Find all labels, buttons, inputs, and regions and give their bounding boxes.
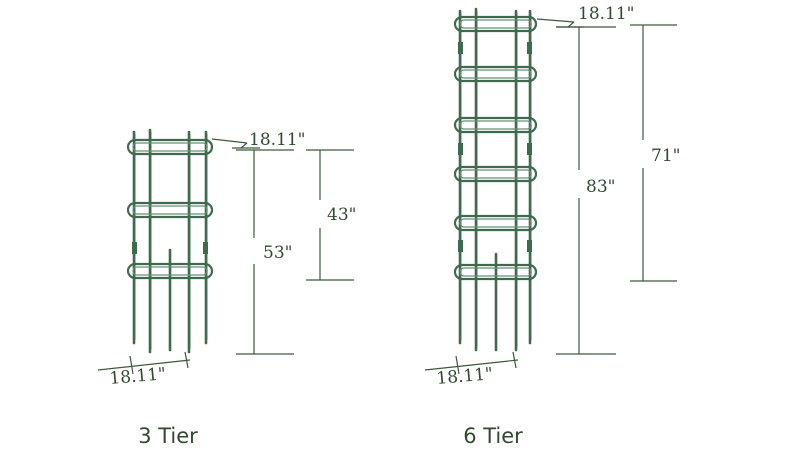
dimension-3tier-top-width: 18.11" — [211, 130, 306, 150]
trellis-6tier-connectors — [458, 42, 532, 252]
label-3tier-base-width: 18.11" — [109, 364, 167, 389]
trellis-6tier: 18.11" 83" 71" 18.11" 6 Tier — [424, 4, 680, 448]
label-6tier-top-width: 18.11" — [578, 4, 635, 24]
dimension-3tier-above-ground-height: 43" — [306, 149, 356, 281]
label-3tier-total-height: 53" — [263, 243, 292, 263]
label-6tier-above-ground-height: 71" — [651, 146, 680, 166]
dimension-6tier-total-height: 83" — [556, 26, 616, 355]
label-3tier-above-ground-height: 43" — [327, 205, 356, 225]
trellis-6tier-rings — [453, 15, 538, 281]
label-3tier-top-width: 18.11" — [249, 130, 306, 150]
dimension-3tier-total-height: 53" — [236, 149, 294, 355]
label-6tier-total-height: 83" — [586, 177, 615, 197]
trellis-3tier-connectors — [132, 242, 208, 254]
trellis-3tier: 18.11" 53" 43" 18.11" 3 Tier — [97, 128, 356, 448]
dimension-6tier-above-ground-height: 71" — [630, 24, 680, 282]
trellis-3tier-rods — [132, 128, 208, 354]
trellis-3tier-rings — [126, 138, 214, 280]
tier-label-6tier: 6 Tier — [463, 424, 523, 448]
dimension-3tier-base-width: 18.11" — [97, 351, 191, 389]
tier-label-3tier: 3 Tier — [138, 424, 198, 448]
dimension-6tier-base-width: 18.11" — [424, 351, 519, 389]
trellis-6tier-rods — [458, 7, 532, 352]
label-6tier-base-width: 18.11" — [436, 364, 494, 389]
dimension-6tier-top-width: 18.11" — [536, 4, 635, 28]
